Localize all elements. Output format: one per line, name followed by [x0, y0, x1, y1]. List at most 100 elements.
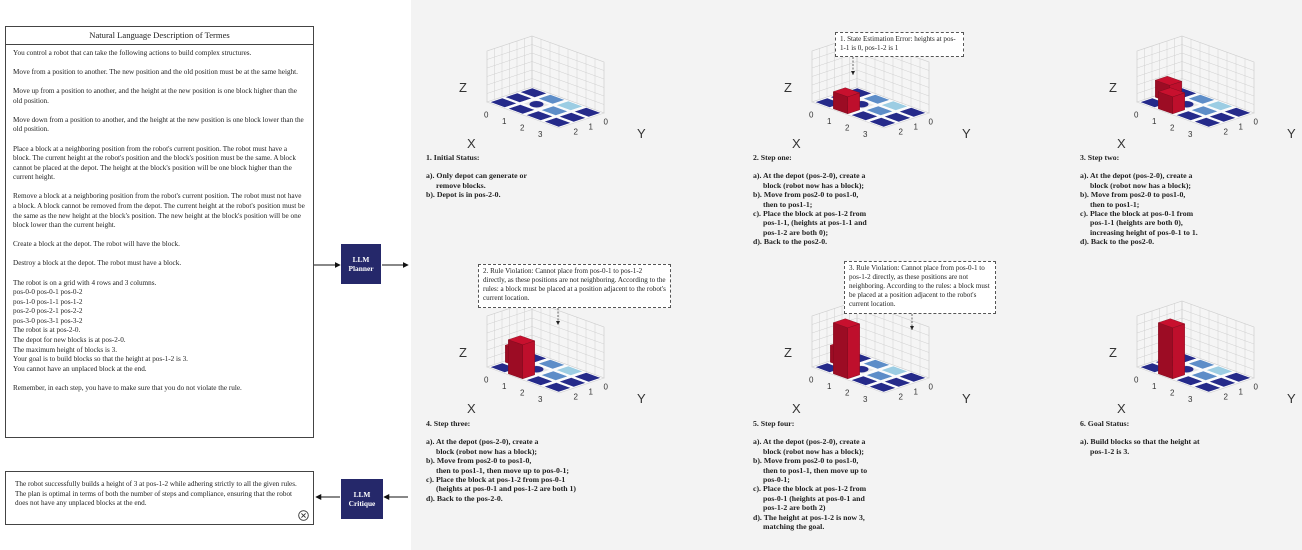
caption-line: c). Place the block at pos-1-2 from pos-… — [426, 475, 566, 485]
grid-tile — [862, 359, 891, 370]
x-tick-label: 1 — [827, 382, 832, 391]
y-tick-label: 2 — [1224, 128, 1229, 137]
grid-line: The depot for new blocks is at pos-2-0. — [13, 336, 126, 345]
block-top — [1157, 318, 1186, 329]
block-face — [833, 322, 848, 380]
close-circle-icon — [298, 510, 309, 521]
caption-step-2: 2. Step one:a). At the depot (pos-2-0), … — [753, 153, 867, 247]
grid-tile — [543, 382, 572, 393]
caption-line: pos-1-2 are both 0); — [763, 227, 829, 237]
x-tick-label: 3 — [538, 395, 543, 404]
description-body: You control a robot that can take the fo… — [6, 45, 313, 407]
grid-line: You cannot have an unplaced block at the… — [13, 364, 147, 373]
block-top — [1157, 87, 1186, 98]
caption-line: b). Depot is in pos-2-0. — [426, 190, 501, 200]
x-tick-label: 1 — [827, 117, 832, 126]
caption-step-5: 5. Step four:a). At the depot (pos-2-0),… — [753, 419, 867, 531]
caption-line: a). Build blocks so that the height at — [1080, 437, 1200, 447]
grid-line: Your goal is to build blocks so that the… — [13, 355, 188, 364]
axis-label-x: X — [1117, 136, 1126, 151]
axis-label-x: X — [467, 401, 476, 416]
y-tick-label: 1 — [1239, 123, 1244, 132]
caption-line: b). Move from pos2-0 to pos1-0, — [753, 456, 859, 466]
axis-label-y: Y — [962, 391, 971, 406]
grid-line: The robot is on a grid with 4 rows and 3… — [13, 278, 157, 287]
axis-label-x: X — [467, 136, 476, 151]
grid-tile — [540, 370, 569, 381]
x-tick-label: 1 — [1152, 382, 1157, 391]
caption-line: a). At the depot (pos-2-0), create a — [1080, 171, 1193, 181]
axis-label-x: X — [1117, 401, 1126, 416]
grid-tile — [573, 372, 602, 383]
block-top — [832, 87, 861, 98]
x-tick-label: 2 — [845, 388, 850, 397]
caption-line: b). Move from pos2-0 to pos1-0, — [426, 456, 532, 466]
caption-step-3: 3. Step two:a). At the depot (pos-2-0), … — [1080, 153, 1198, 247]
caption-line: pos-0-1; — [763, 475, 790, 485]
caption-line: c). Place the block at pos-1-2 from — [753, 209, 867, 219]
caption-line: pos-1-2 are both 2) — [763, 503, 826, 513]
x-tick-label: 3 — [863, 130, 868, 139]
caption-line: a). Only depot can generate or — [426, 171, 527, 181]
axis-label-y: Y — [1287, 391, 1296, 406]
block-top — [1154, 75, 1183, 86]
grid-tile — [865, 370, 894, 381]
y-tick-label: 2 — [574, 393, 579, 402]
x-tick-label: 0 — [1134, 375, 1139, 384]
grid-tile — [507, 104, 536, 115]
grid-tile — [1208, 112, 1237, 123]
grid-tile — [1193, 117, 1222, 128]
y-tick-label: 1 — [914, 388, 919, 397]
caption-line: a). At the depot (pos-2-0), create a — [426, 437, 539, 447]
grid-tile — [1208, 377, 1237, 388]
x-tick-label: 2 — [520, 388, 525, 397]
caption-step-6: 6. Goal Status:a). Build blocks so that … — [1080, 419, 1200, 456]
block-face — [1172, 323, 1185, 380]
x-tick-label: 1 — [502, 382, 507, 391]
caption-line: a). At the depot (pos-2-0), create a — [753, 171, 866, 181]
critique-box: The robot successfully builds a height o… — [5, 471, 314, 525]
description-paragraph: Place a block at a neighboring position … — [13, 144, 296, 182]
grid-tile — [883, 112, 912, 123]
description-paragraph: Create a block at the depot. The robot w… — [13, 240, 180, 249]
grid-tile — [1193, 382, 1222, 393]
grid-tile — [558, 377, 587, 388]
axis-label-x: X — [792, 136, 801, 151]
grid-tile — [1205, 100, 1234, 111]
grid-tile — [543, 117, 572, 128]
caption-step-4: 4. Step three:a). At the depot (pos-2-0)… — [426, 419, 576, 503]
caption-line: block (robot now has a block); — [436, 446, 538, 456]
grid-tile — [525, 110, 554, 121]
x-tick-label: 1 — [1152, 117, 1157, 126]
axis-label-y: Y — [1287, 126, 1296, 141]
flow-arrows — [314, 262, 409, 500]
y-tick-label: 0 — [1254, 383, 1259, 392]
description-paragraph: Move from a position to another. The new… — [13, 68, 298, 77]
grid-tile — [540, 105, 569, 116]
grid-tile — [504, 92, 533, 103]
block-face — [522, 340, 535, 380]
grid-line: pos-1-0 pos-1-1 pos-1-2 — [13, 297, 83, 306]
caption-line: pos-1-1 (heights are both 0), — [1090, 218, 1183, 228]
caption-line: then to pos1-1, then move up to pos-0-1; — [436, 465, 569, 475]
caption-step-1: 1. Initial Status:a). Only depot can gen… — [426, 153, 527, 200]
y-tick-label: 1 — [589, 388, 594, 397]
grid-tile — [1175, 110, 1204, 121]
caption-title: 5. Step four: — [753, 419, 795, 428]
caption-line: matching the goal. — [763, 522, 825, 532]
y-tick-label: 2 — [899, 393, 904, 402]
callout-state-error: 1. State Estimation Error: heights at po… — [835, 32, 964, 57]
y-tick-label: 2 — [574, 128, 579, 137]
caption-line: block (robot now has a block); — [1090, 180, 1192, 190]
block-face — [508, 339, 523, 380]
grid-tile — [1187, 359, 1216, 370]
description-title: Natural Language Description of Termes — [6, 27, 313, 45]
grid-tile — [519, 87, 548, 98]
caption-line: then to pos1-1; — [1090, 199, 1140, 209]
